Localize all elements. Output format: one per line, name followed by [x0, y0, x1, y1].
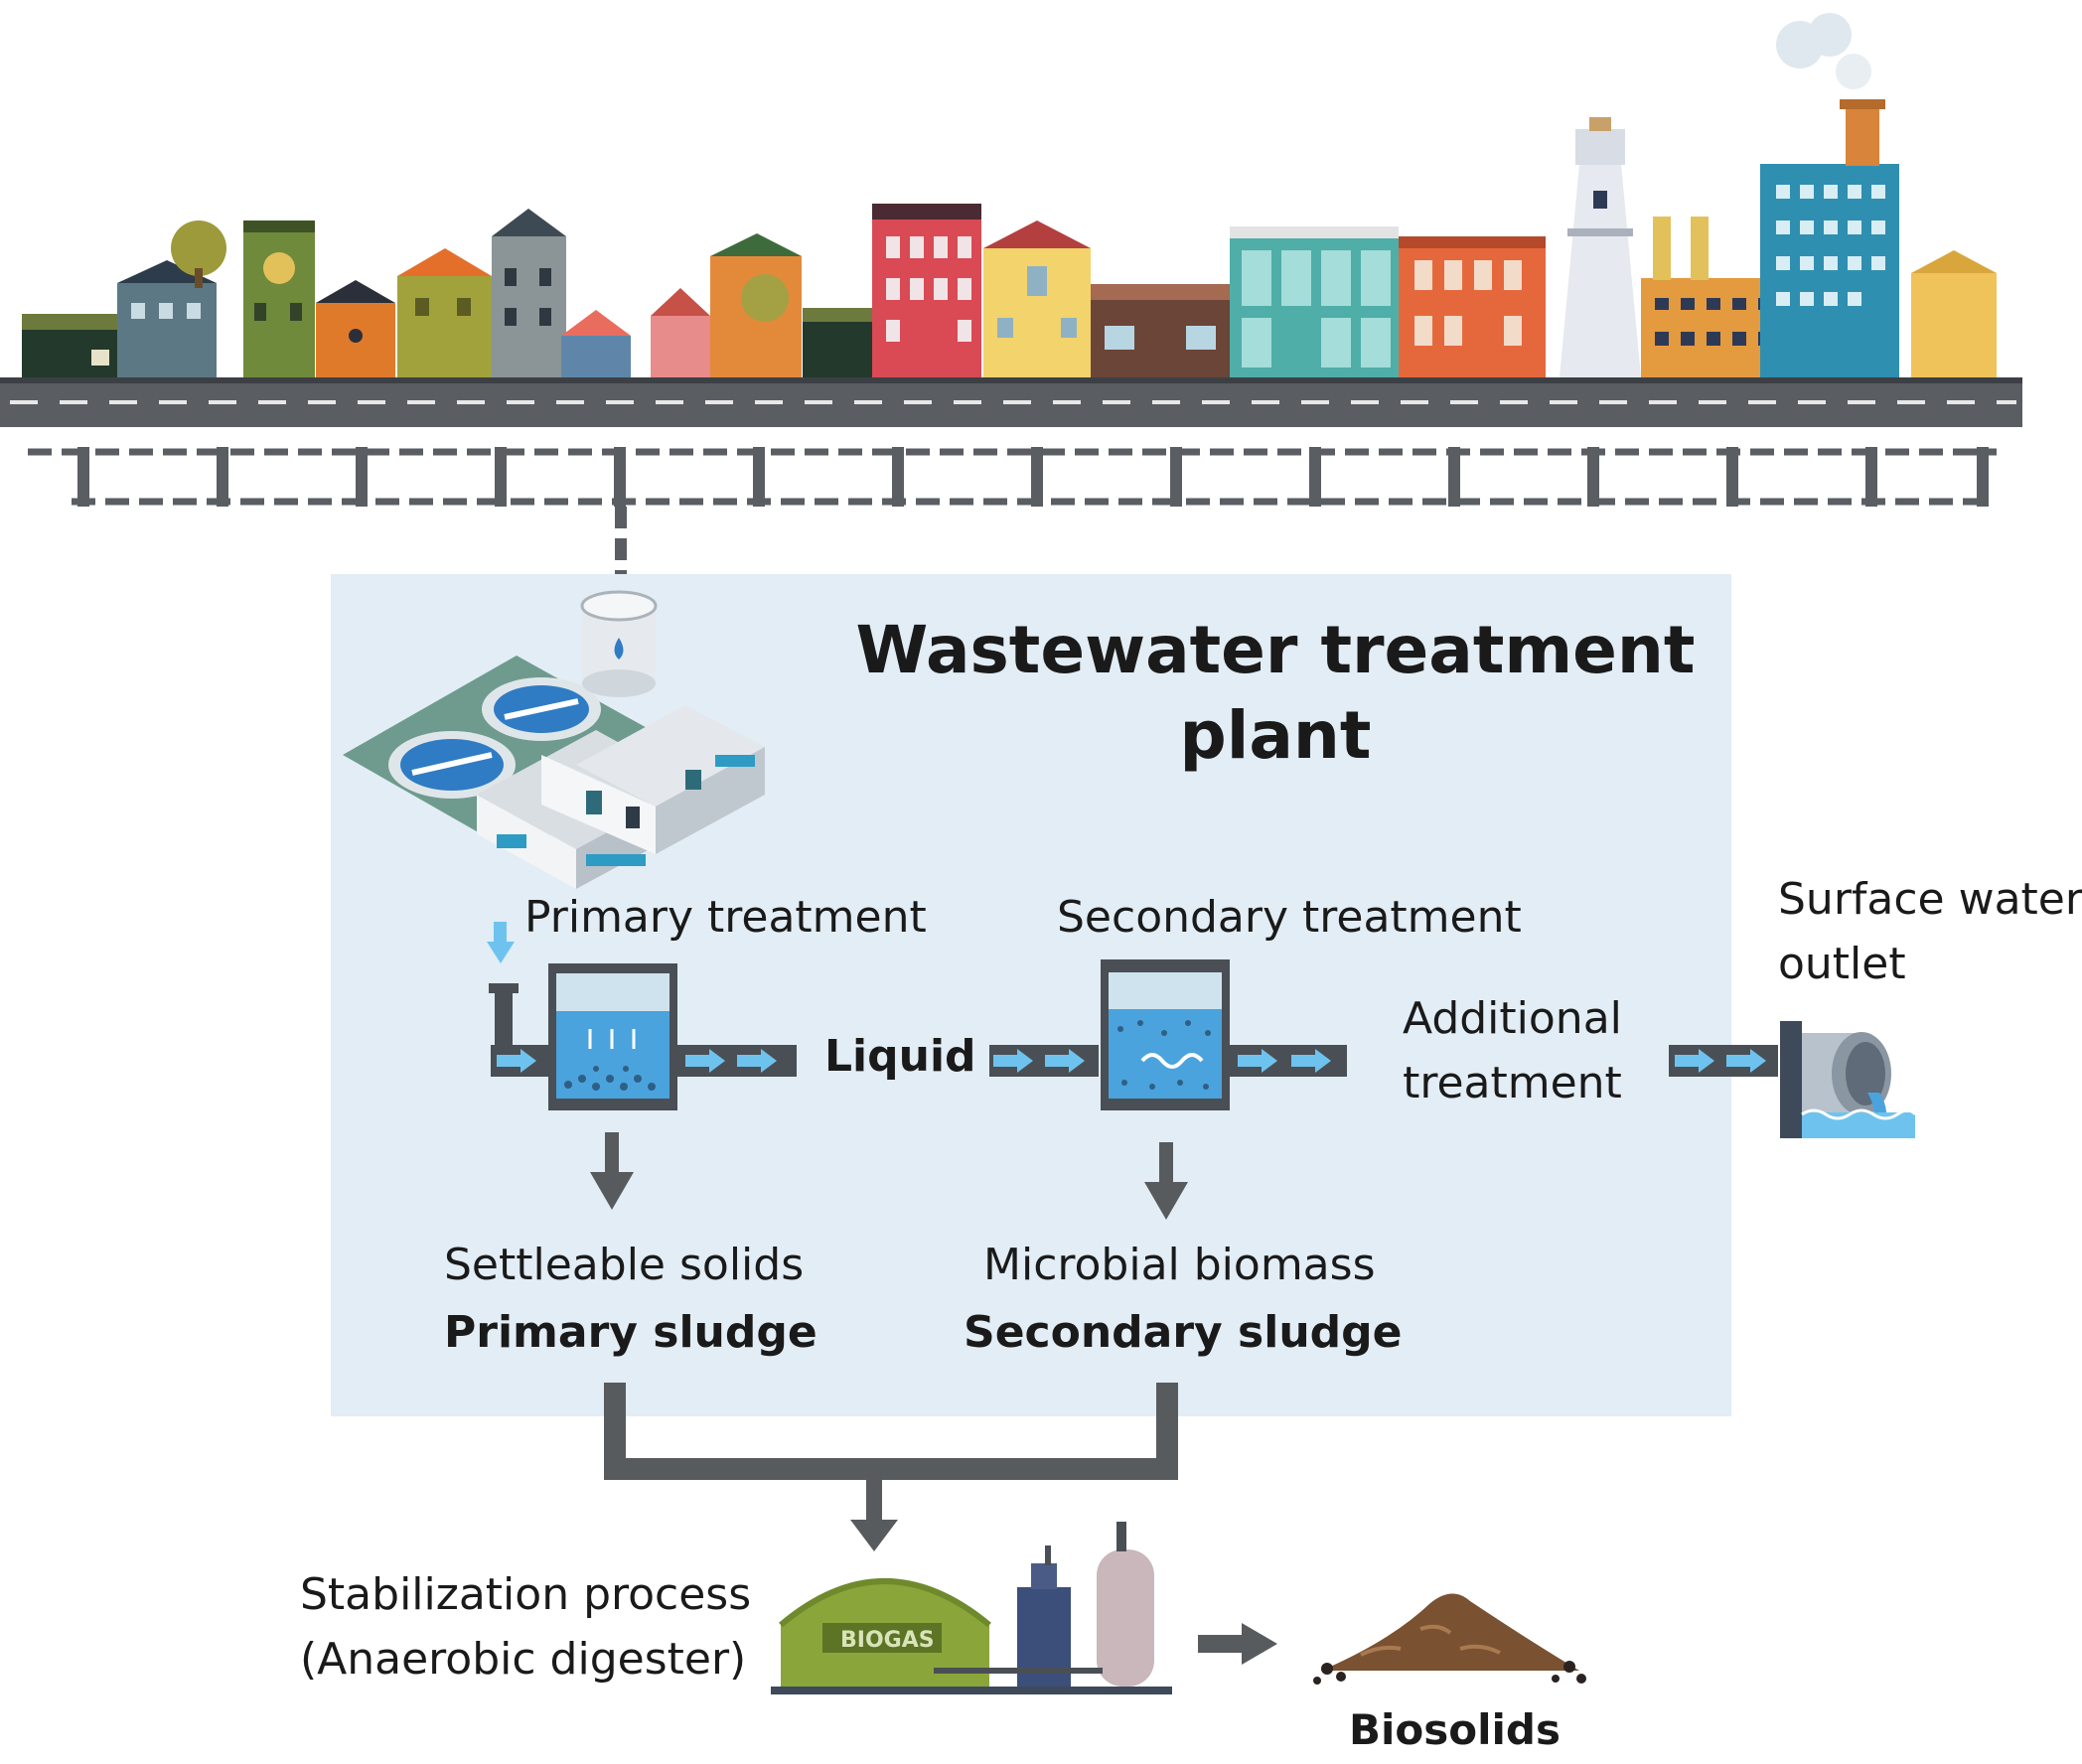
- surface-water-outlet-label: Surface water outlet: [1778, 872, 2082, 991]
- stabilization-line1: Stabilization process: [300, 1569, 752, 1620]
- cityscape: [22, 13, 1997, 377]
- stabilization-process-label: Stabilization process (Anaerobic digeste…: [300, 1567, 751, 1687]
- anaerobic-digester: [771, 1522, 1172, 1694]
- additional-treatment-label: Additional treatment: [1403, 991, 1622, 1110]
- surface-water-outlet: [1780, 1021, 1917, 1138]
- primary-tank: [487, 922, 797, 1110]
- plant-title-line1: Wastewater treatment: [855, 612, 1696, 688]
- plant-title: Wastewater treatment plant: [828, 608, 1722, 779]
- biosolids-label: Biosolids: [1349, 1705, 1561, 1754]
- biosolids-arrow: [1198, 1623, 1277, 1665]
- additional-line2: treatment: [1403, 1058, 1622, 1108]
- plant-illustration: [343, 590, 765, 889]
- settleable-solids-label: Settleable solids: [444, 1240, 805, 1290]
- microbial-biomass-label: Microbial biomass: [983, 1240, 1376, 1290]
- primary-sludge-label: Primary sludge: [444, 1307, 818, 1358]
- biogas-tank-label: BIOGAS: [840, 1628, 935, 1653]
- surface-line2: outlet: [1778, 939, 1906, 989]
- outlet-flow-arrows: [1675, 1049, 1766, 1073]
- biosolids-pile: [1313, 1593, 1586, 1685]
- secondary-treatment-label: Secondary treatment: [1057, 892, 1522, 943]
- primary-treatment-label: Primary treatment: [524, 892, 927, 943]
- surface-line1: Surface water: [1778, 874, 2082, 925]
- sewer-network: [28, 448, 1997, 506]
- sludge-combine-bracket: [604, 1383, 1178, 1551]
- sludge-arrows: [590, 1132, 1188, 1220]
- liquid-label: Liquid: [824, 1031, 976, 1082]
- additional-line1: Additional: [1403, 993, 1622, 1044]
- stabilization-line2: (Anaerobic digester): [300, 1634, 747, 1685]
- sewer-junctions: [77, 447, 1989, 507]
- secondary-sludge-label: Secondary sludge: [964, 1307, 1403, 1358]
- plant-title-line2: plant: [1179, 696, 1372, 774]
- flow-arrows: [497, 1049, 1331, 1073]
